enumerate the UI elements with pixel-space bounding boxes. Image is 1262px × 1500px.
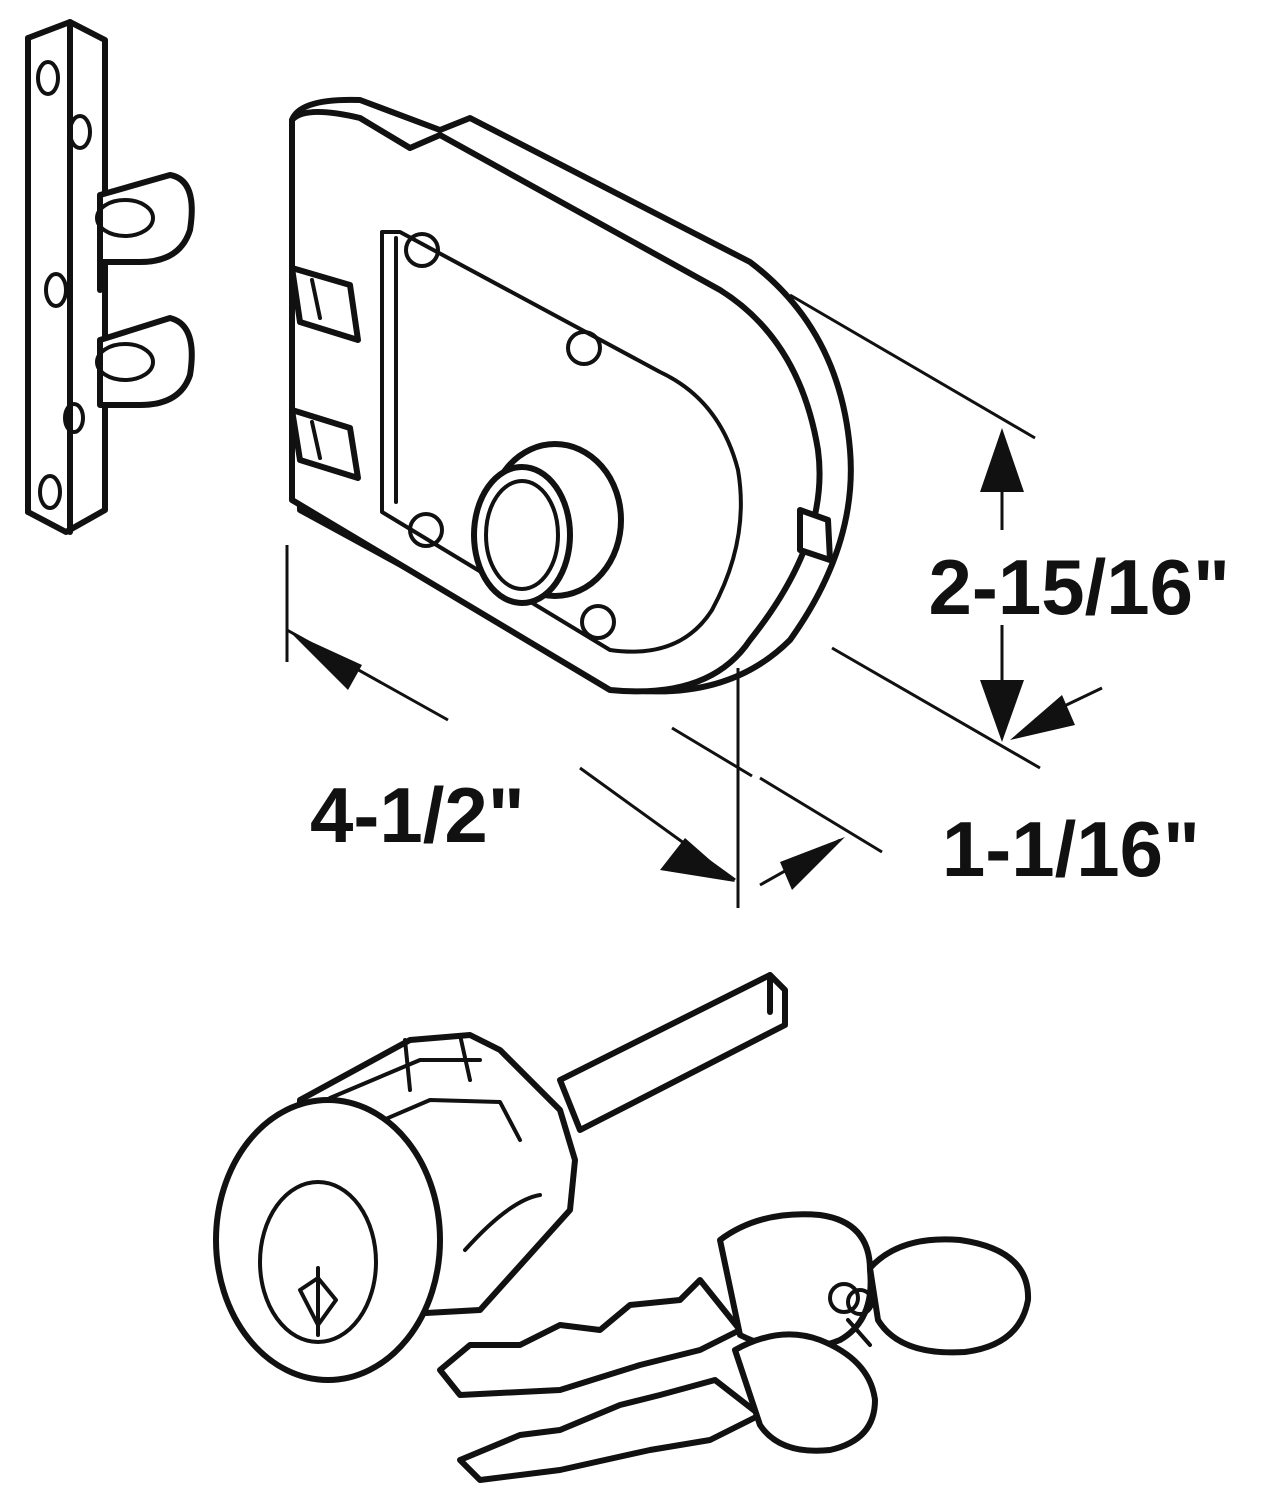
lock-cylinder-icon xyxy=(213,972,788,1383)
arrow-depth-left-icon xyxy=(1010,695,1075,740)
key-pair-icon xyxy=(437,1211,1032,1483)
deadbolt-lock-body-icon xyxy=(289,96,854,695)
width-dimension: 4-1/2" xyxy=(285,545,740,908)
arrow-down-icon xyxy=(980,680,1024,742)
strike-plate-icon xyxy=(25,19,195,535)
depth-dimension-label: 1-1/16" xyxy=(942,805,1200,893)
arrow-right-icon xyxy=(660,838,735,882)
arrow-left-icon xyxy=(290,632,362,690)
width-dimension-label: 4-1/2" xyxy=(310,771,525,859)
arrow-depth-right-icon xyxy=(780,837,845,890)
height-dimension: 2-15/16" xyxy=(789,293,1230,770)
height-dimension-label: 2-15/16" xyxy=(928,543,1230,631)
depth-dimension: 1-1/16" xyxy=(671,686,1200,893)
arrow-up-icon xyxy=(980,428,1024,492)
